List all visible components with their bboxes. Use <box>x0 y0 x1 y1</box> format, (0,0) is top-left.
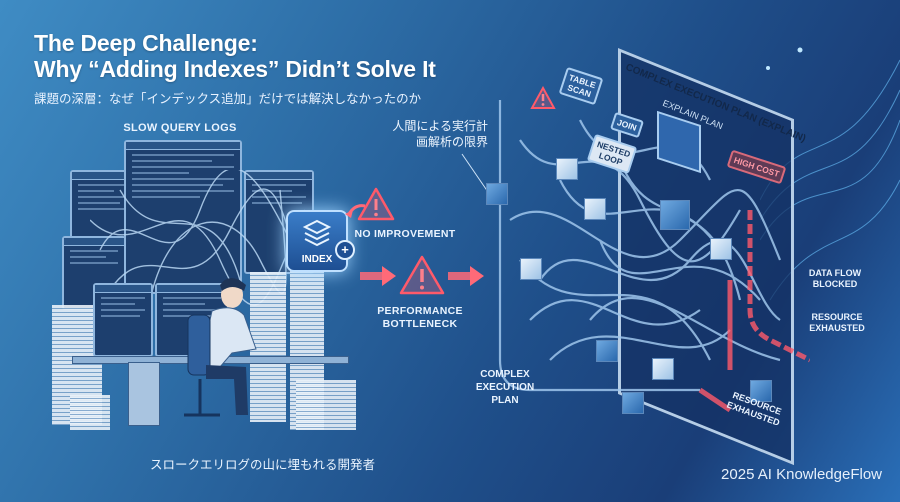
flow-network <box>498 100 810 413</box>
label-line: BOTTLENECK <box>382 318 458 330</box>
cube-icon <box>622 392 644 414</box>
arrow-left-icon <box>345 204 366 218</box>
page-title: The Deep Challenge: Why “Adding Indexes”… <box>34 30 436 82</box>
label-line: RESOURCE <box>811 312 863 322</box>
plus-icon: + <box>335 240 355 260</box>
paper-stack <box>296 380 356 430</box>
label-line: PLAN <box>491 395 519 406</box>
data-flow-blocked-label: DATA FLOW BLOCKED <box>800 268 870 290</box>
developer-figure <box>184 278 257 417</box>
label-line: 人間による実行計 <box>392 119 488 133</box>
footer-credit: 2025 AI KnowledgeFlow <box>721 466 882 483</box>
title-line-1: The Deep Challenge: <box>34 30 258 56</box>
label-line: PERFORMANCE <box>377 305 463 317</box>
no-improvement-label: NO IMPROVEMENT <box>354 228 456 240</box>
index-label: INDEX <box>301 254 333 265</box>
arrow-right-icon <box>360 266 396 286</box>
cube-icon <box>750 380 772 402</box>
label-line: DATA FLOW <box>808 268 862 278</box>
cube-icon <box>486 183 508 205</box>
warning-triangle-icon <box>399 255 445 295</box>
performance-bottleneck-label: PERFORMANCE BOTTLENECK <box>370 305 470 331</box>
desk-drawer <box>128 362 160 426</box>
cube-icon <box>710 238 732 260</box>
slow-query-logs-label: SLOW QUERY LOGS <box>123 122 237 134</box>
cube-icon <box>660 200 690 230</box>
cube-icon <box>520 258 542 280</box>
cube-icon <box>596 340 618 362</box>
paper-stack <box>70 395 110 430</box>
page-subtitle: 課題の深層：なぜ「インデックス追加」だけでは解決しなかったのか <box>34 92 422 106</box>
label-line: EXECUTION <box>475 382 535 393</box>
warning-triangle-icon <box>530 85 556 115</box>
label-line: 画解析の限界 <box>415 135 488 149</box>
warning-triangle-icon <box>357 187 395 221</box>
cube-icon <box>652 358 674 380</box>
monitor <box>93 283 153 357</box>
arrow-right-icon <box>448 266 484 286</box>
paper-stack <box>250 272 286 422</box>
label-line: COMPLEX <box>480 369 530 380</box>
layers-icon <box>302 219 332 247</box>
label-line: EXHAUSTED <box>809 323 865 333</box>
pointer-line <box>461 153 489 193</box>
title-line-2: Why “Adding Indexes” Didn’t Solve It <box>34 56 436 82</box>
cube-icon <box>556 158 578 180</box>
human-analysis-limit-label: 人間による実行計 画解析の限界 <box>388 118 488 150</box>
label-line: BLOCKED <box>812 279 858 289</box>
resource-exhausted-label: RESOURCE EXHAUSTED <box>802 312 872 334</box>
index-button: INDEX + <box>286 210 355 272</box>
developer-caption: スロークエリログの山に埋もれる開発者 <box>150 458 376 472</box>
complex-execution-plan-label: COMPLEX EXECUTION PLAN <box>470 368 540 407</box>
cube-icon <box>584 198 606 220</box>
